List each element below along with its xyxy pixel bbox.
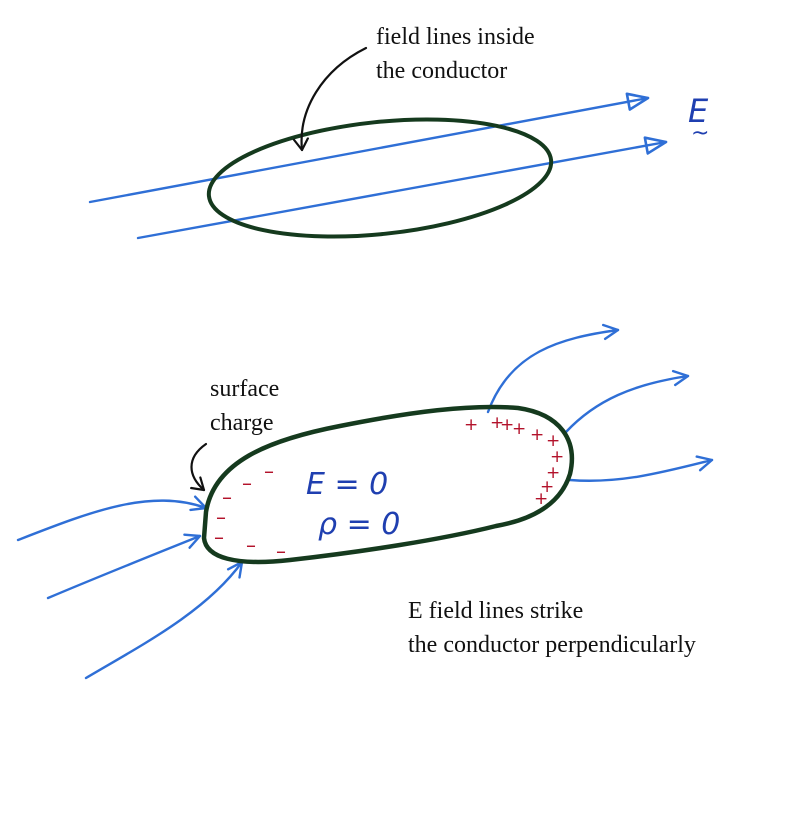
negative-charge: – <box>242 471 252 495</box>
outgoing-field-line-2 <box>564 369 690 434</box>
negative-charge: – <box>216 505 226 529</box>
positive-charge: + <box>490 413 504 433</box>
annotation-field-lines-line2: the conductor <box>376 58 507 84</box>
top-panel: E ~ field lines inside the conductor <box>88 24 709 240</box>
incoming-field-line-1 <box>16 495 208 542</box>
negative-charge: – <box>264 459 274 483</box>
field-label-e: E <box>688 92 709 130</box>
negative-charge: – <box>214 525 224 549</box>
inside-charge-density-zero: ρ = 0 <box>318 507 400 542</box>
negative-charge: – <box>246 533 256 557</box>
positive-charge: + <box>464 415 478 435</box>
annotation-field-lines-line1: field lines inside <box>376 24 535 50</box>
negative-charge: – <box>222 485 232 509</box>
conductor-top <box>206 117 554 239</box>
positive-charge: + <box>534 489 548 509</box>
bottom-panel: – – – – – – – + + + + + + + + + + E = 0 … <box>16 323 714 680</box>
positive-charge: + <box>546 431 560 451</box>
incoming-field-line-3 <box>84 560 244 680</box>
inside-field-zero: E = 0 <box>306 467 388 502</box>
positive-charge: + <box>512 419 526 439</box>
positive-charge: + <box>546 463 560 483</box>
field-line-lower <box>136 136 668 240</box>
positive-charges: + + + + + + + + + + <box>464 413 564 509</box>
field-label-vector-mark: ~ <box>691 121 709 146</box>
negative-charge: – <box>276 539 286 563</box>
annotation-pointer-arrow <box>302 46 368 152</box>
caption-line2: the conductor perpendicularly <box>408 632 696 658</box>
caption-line1: E field lines strike <box>408 598 583 624</box>
surface-charge-label-line1: surface <box>210 376 279 402</box>
outgoing-field-line-1 <box>486 323 620 414</box>
conductor-bottom <box>201 404 575 565</box>
surface-charge-label-line2: charge <box>210 410 274 436</box>
surface-charge-pointer-arrow <box>192 442 208 492</box>
field-line-upper <box>88 92 650 204</box>
outgoing-field-line-3 <box>568 455 714 482</box>
positive-charge: + <box>500 415 514 435</box>
negative-charges: – – – – – – – <box>214 459 286 563</box>
positive-charge: + <box>530 425 544 445</box>
incoming-field-line-2 <box>46 533 202 600</box>
positive-charge: + <box>550 447 564 467</box>
positive-charge: + <box>540 477 554 497</box>
